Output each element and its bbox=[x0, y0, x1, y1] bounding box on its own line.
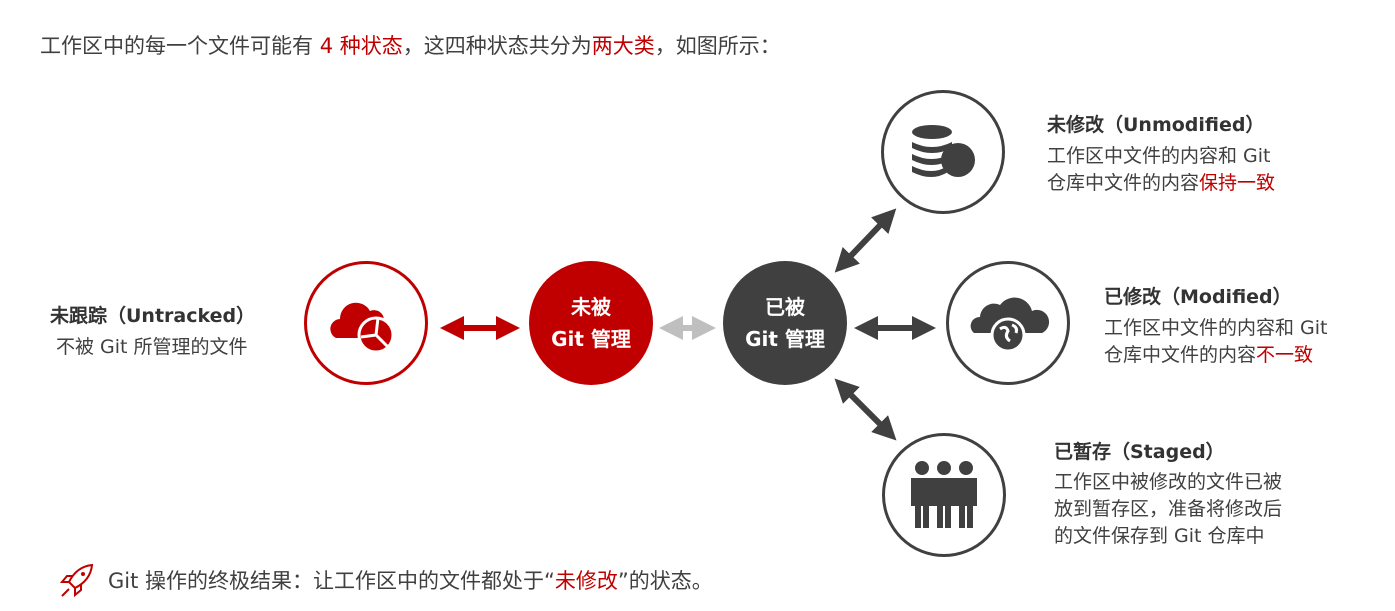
staged-title: 已暂存（Staged） bbox=[1054, 441, 1225, 463]
untracked-title: 未跟踪（Untracked） bbox=[50, 305, 256, 327]
staged-line3: 的文件保存到 Git 仓库中 bbox=[1054, 525, 1265, 547]
footer-highlight: 未修改 bbox=[554, 569, 618, 593]
header-part: ，如图所示： bbox=[654, 34, 781, 58]
cloud-globe-icon bbox=[970, 297, 1050, 353]
modified-title: 已修改（Modified） bbox=[1104, 286, 1292, 308]
header-part: ，这四种状态共分为 bbox=[402, 34, 592, 58]
managed-line1: 已被 bbox=[765, 295, 805, 319]
modified-line2: 仓库中文件的内容不一致 bbox=[1104, 342, 1328, 369]
unmodified-highlight: 保持一致 bbox=[1199, 172, 1276, 194]
untracked-circle bbox=[304, 261, 428, 385]
cloud-chart-icon bbox=[330, 302, 395, 353]
header-part: 工作区中的每一个文件可能有 bbox=[40, 34, 320, 58]
people-group-icon bbox=[911, 461, 977, 528]
header-text: 工作区中的每一个文件可能有 4 种状态，这四种状态共分为两大类，如图所示： bbox=[40, 30, 781, 60]
modified-highlight: 不一致 bbox=[1256, 344, 1314, 366]
staged-circle bbox=[882, 433, 1006, 557]
unmodified-title: 未修改（Unmodified） bbox=[1047, 114, 1265, 136]
database-icon bbox=[912, 125, 975, 177]
unmodified-line2: 仓库中文件的内容保持一致 bbox=[1047, 170, 1275, 197]
staged-line2: 放到暂存区，准备将修改后 bbox=[1054, 498, 1283, 520]
not-managed-circle: 未被 Git 管理 bbox=[529, 261, 653, 385]
unmodified-arrow bbox=[834, 208, 897, 273]
unmodified-circle bbox=[881, 90, 1005, 214]
rocket-icon bbox=[59, 563, 94, 598]
unmodified-line1: 工作区中文件的内容和 Git bbox=[1047, 145, 1271, 167]
staged-arrow bbox=[834, 378, 897, 441]
managed-line2: Git 管理 bbox=[745, 327, 825, 351]
unmodified-line2-text: 仓库中文件的内容 bbox=[1047, 172, 1200, 194]
not-managed-line1: 未被 bbox=[571, 295, 611, 319]
modified-line2-text: 仓库中文件的内容 bbox=[1104, 344, 1257, 366]
header-highlight: 两大类 bbox=[591, 34, 655, 58]
staged-line1: 工作区中被修改的文件已被 bbox=[1054, 471, 1283, 493]
modified-desc: 工作区中文件的内容和 Git 仓库中文件的内容不一致 bbox=[1104, 315, 1328, 369]
header-highlight: 4 种状态 bbox=[319, 34, 403, 58]
footer-part: Git 操作的终极结果：让工作区中的文件都处于“ bbox=[108, 569, 555, 593]
modified-line1: 工作区中文件的内容和 Git bbox=[1104, 317, 1328, 339]
footer-part: ”的状态。 bbox=[617, 569, 713, 593]
not-managed-line2: Git 管理 bbox=[551, 327, 631, 351]
managed-circle: 已被 Git 管理 bbox=[723, 261, 847, 385]
staged-desc: 工作区中被修改的文件已被 放到暂存区，准备将修改后 的文件保存到 Git 仓库中 bbox=[1054, 469, 1282, 550]
unmodified-desc: 工作区中文件的内容和 Git 仓库中文件的内容保持一致 bbox=[1047, 143, 1275, 197]
modified-circle bbox=[946, 261, 1070, 385]
footer-text: Git 操作的终极结果：让工作区中的文件都处于“未修改”的状态。 bbox=[108, 565, 713, 595]
untracked-desc: 不被 Git 所管理的文件 bbox=[56, 336, 248, 358]
